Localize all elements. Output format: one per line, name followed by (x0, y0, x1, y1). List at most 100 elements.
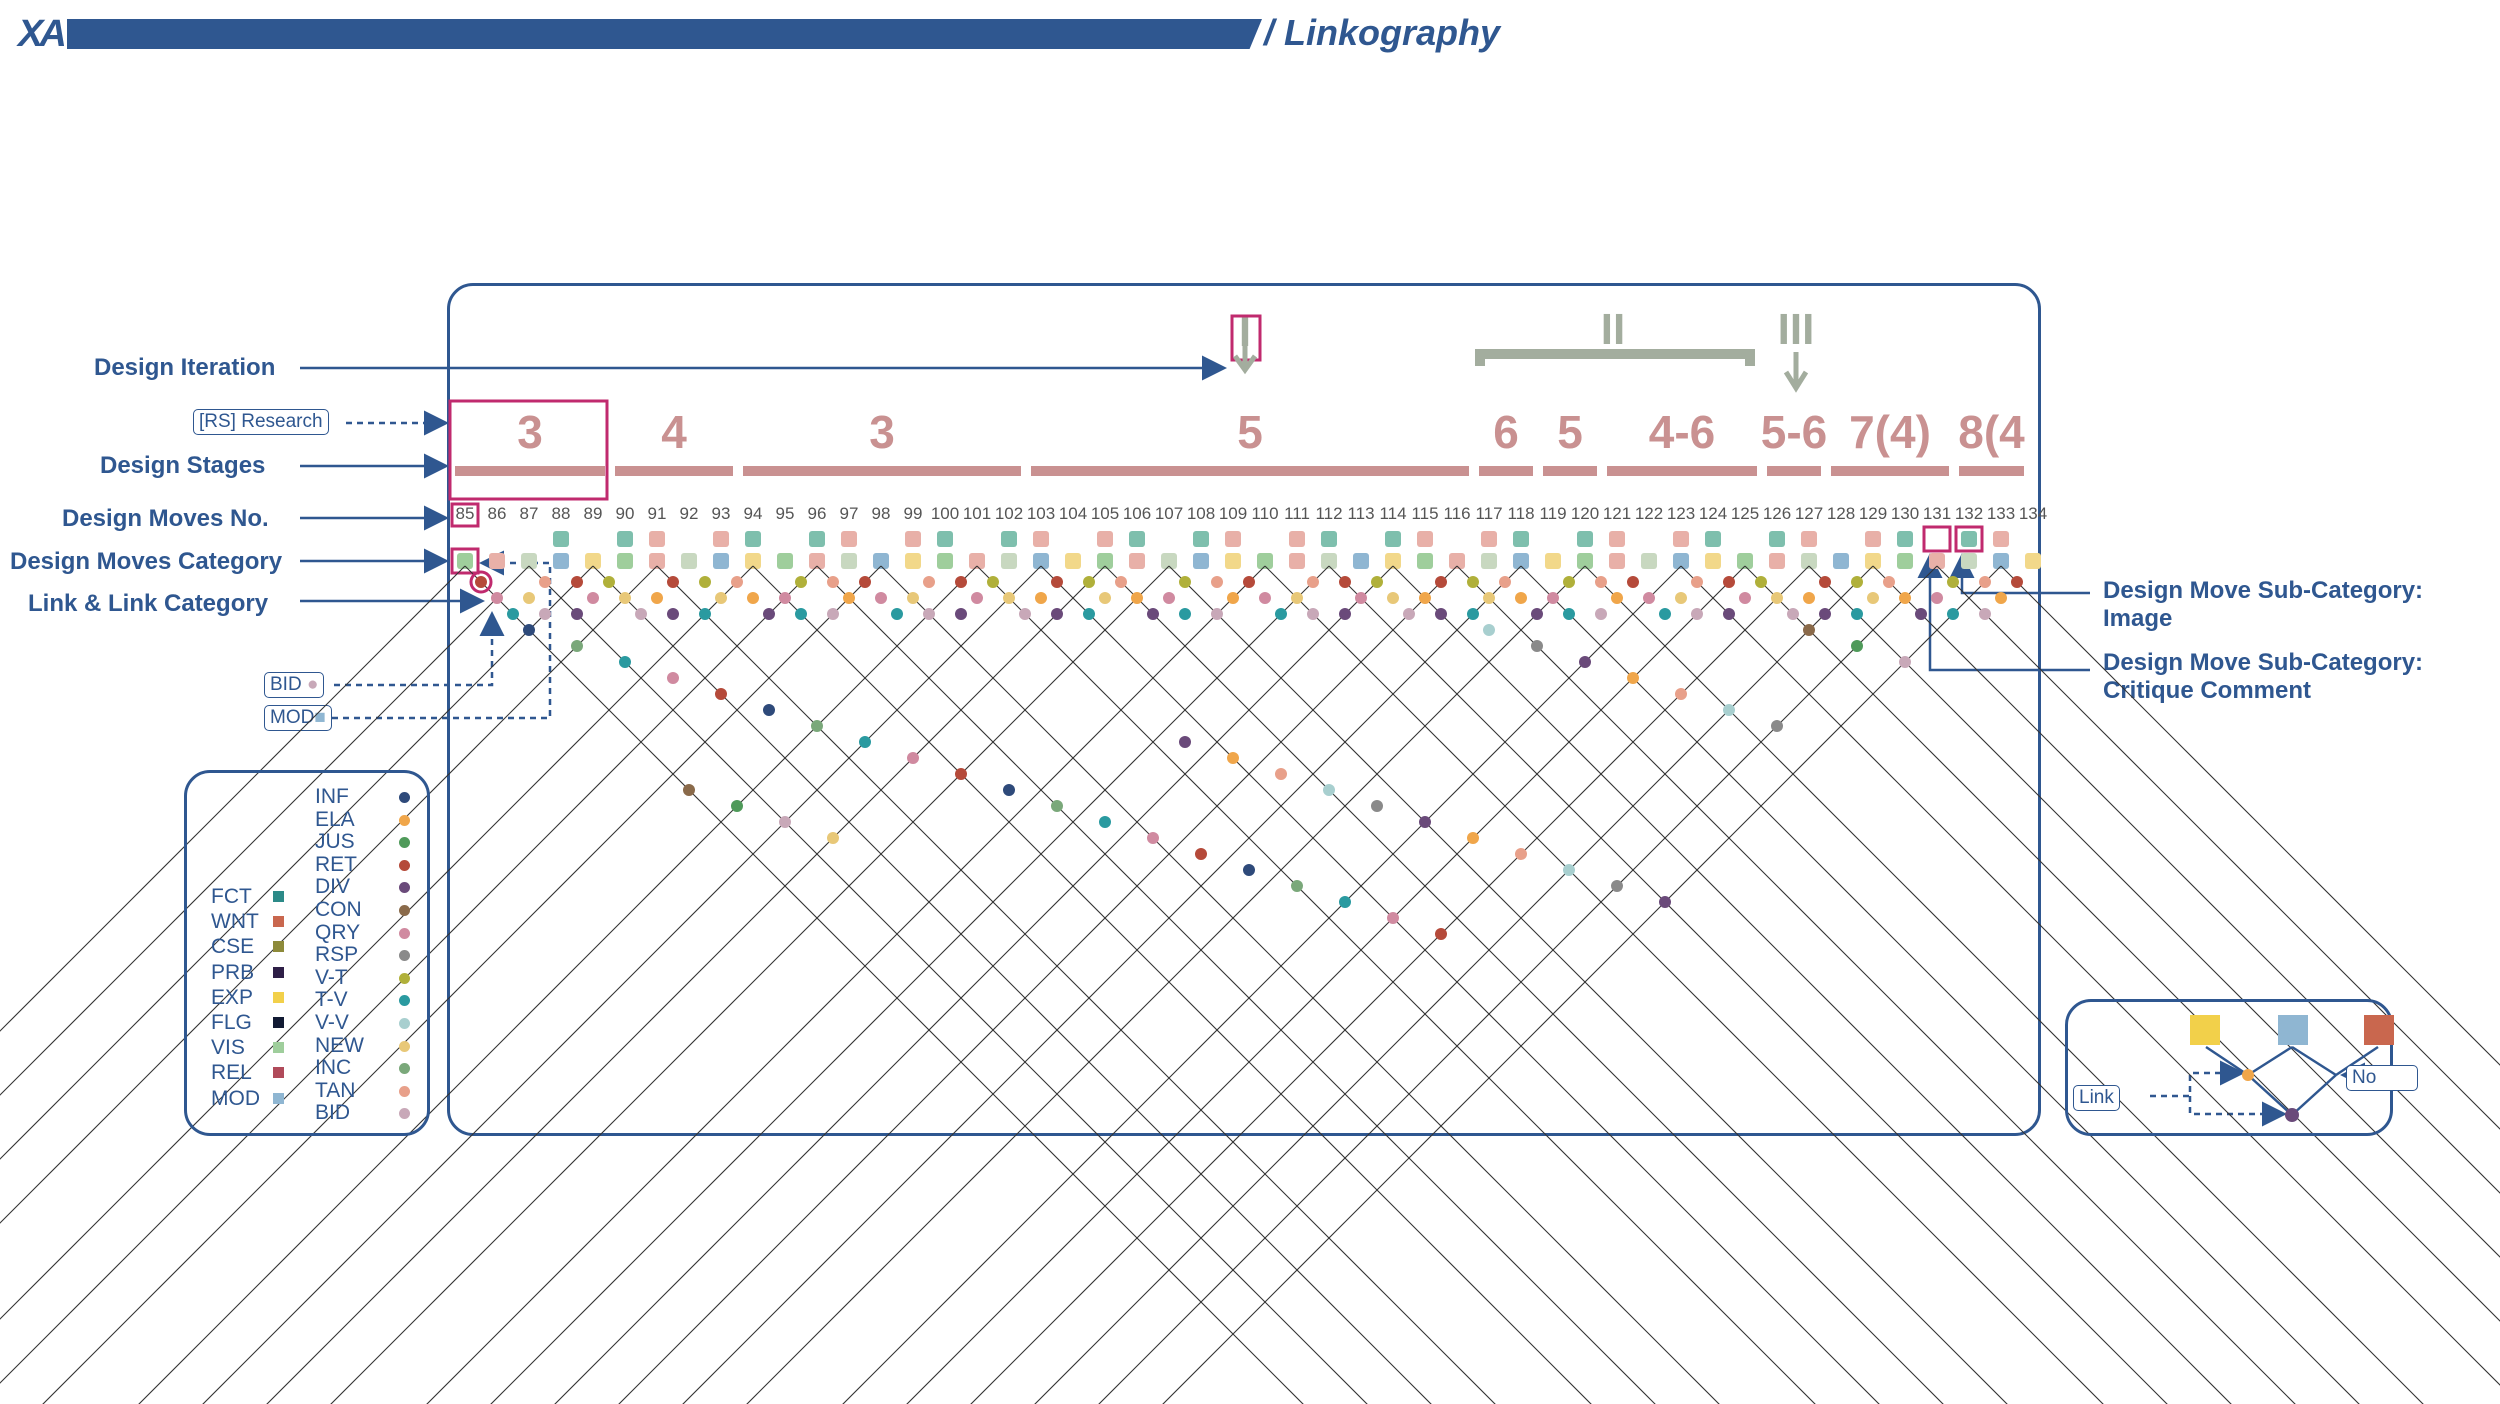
legend-move-mod: MOD (211, 1086, 260, 1110)
link-node (1531, 608, 1543, 620)
link-node (907, 592, 919, 604)
legend-link-jus: JUS (315, 830, 355, 854)
link-node (971, 592, 983, 604)
move-number: 123 (1667, 504, 1695, 523)
iteration-arrow-3 (1783, 352, 1809, 393)
move-number: 112 (1315, 504, 1342, 523)
link-node (1307, 608, 1319, 620)
subcat-critique-highlight (1922, 525, 1952, 553)
move-subcategory-square (1961, 531, 1977, 547)
legend-move-wnt: WNT (211, 910, 259, 934)
move-number: 117 (1475, 504, 1502, 523)
link-node (1723, 576, 1735, 588)
link-line (1264, 565, 2104, 1404)
link-node (1243, 864, 1255, 876)
iteration-arrow-1 (1232, 346, 1258, 375)
link-node (1275, 608, 1287, 620)
legend-move-swatch (273, 1067, 284, 1079)
link-node (859, 576, 871, 588)
legend-link-new: NEW (315, 1033, 364, 1057)
link-node (1371, 800, 1383, 812)
legend-link-dot (399, 927, 410, 939)
link-node (1499, 576, 1511, 588)
link-node (1579, 656, 1591, 668)
move-subcategory-square (1609, 531, 1625, 547)
link-node (1339, 608, 1351, 620)
move-category-square (489, 553, 505, 569)
move-number: 102 (995, 504, 1023, 523)
link-node (827, 832, 839, 844)
move-number: 121 (1603, 504, 1631, 523)
link-node (1339, 896, 1351, 908)
link-node (539, 608, 551, 620)
move-category-square (1321, 553, 1337, 569)
link-node (1467, 832, 1479, 844)
stage-label-4: 6 (1493, 406, 1519, 458)
link-node (795, 576, 807, 588)
link-node (1115, 576, 1127, 588)
move-number: 115 (1411, 504, 1438, 523)
move-category-square (1673, 553, 1689, 569)
link-node (1563, 864, 1575, 876)
logo: XA (18, 13, 67, 56)
link-node (1083, 576, 1095, 588)
example-move-wnt (2364, 1015, 2394, 1045)
link-line (618, 565, 1458, 1404)
move-category-square (777, 553, 793, 569)
link-line (746, 565, 1586, 1404)
legend-link-ret: RET (315, 852, 357, 876)
tag-mod-label: MOD (270, 707, 315, 728)
link-line (554, 565, 1394, 1404)
link-node (1467, 576, 1479, 588)
example-link-node-2 (2285, 1108, 2299, 1122)
link-example-diagram (2190, 1015, 2394, 1122)
legend-move-swatch (273, 891, 284, 902)
move-category-square (1065, 553, 1081, 569)
move-number: 96 (808, 504, 827, 523)
link-line (906, 565, 1746, 1404)
link-node (1659, 896, 1671, 908)
move-subcategory-square (1513, 531, 1529, 547)
link-node (1899, 656, 1911, 668)
link-node (1755, 576, 1767, 588)
link-line (426, 565, 1266, 1404)
link-node (1483, 624, 1495, 636)
link-line (656, 565, 1496, 1404)
example-no-tag: No (2346, 1065, 2418, 1091)
link-node (619, 656, 631, 668)
move-category-square (521, 553, 537, 569)
move-number: 128 (1827, 504, 1855, 523)
stage-label-5: 5 (1557, 406, 1583, 458)
move-number: 100 (931, 504, 959, 523)
iteration-label-2: II (1601, 305, 1625, 354)
link-line (1808, 565, 2500, 1258)
stage-label-6: 4-6 (1649, 406, 1715, 458)
move-number: 108 (1187, 504, 1215, 523)
link-node (683, 784, 695, 796)
move-number: 95 (776, 504, 795, 523)
legend-link-inc: INC (315, 1056, 352, 1080)
link-node (1723, 704, 1735, 716)
move-number: 106 (1123, 504, 1151, 523)
link-node (1371, 576, 1383, 588)
move-number: 91 (648, 504, 667, 523)
move-number: 113 (1347, 504, 1374, 523)
link-node (1851, 576, 1863, 588)
label-link-category: Link & Link Category (28, 590, 269, 617)
stage-label-8: 7(4) (1849, 406, 1931, 458)
legend-link-dot (399, 950, 410, 962)
legend-move-fct: FCT (211, 885, 252, 908)
link-node (1595, 608, 1607, 620)
link-line (1098, 565, 1938, 1404)
legend-move-swatch (273, 941, 284, 953)
move-number: 131 (1923, 504, 1951, 523)
link-node (1339, 576, 1351, 588)
link-node (1419, 592, 1431, 604)
move-subcategory-square (1481, 531, 1497, 547)
link-node (619, 592, 631, 604)
link-node (1979, 608, 1991, 620)
move-category-square (649, 553, 665, 569)
link-nodes (469, 570, 2023, 940)
move-subcategory-square (1225, 531, 1241, 547)
move-category-square (969, 553, 985, 569)
